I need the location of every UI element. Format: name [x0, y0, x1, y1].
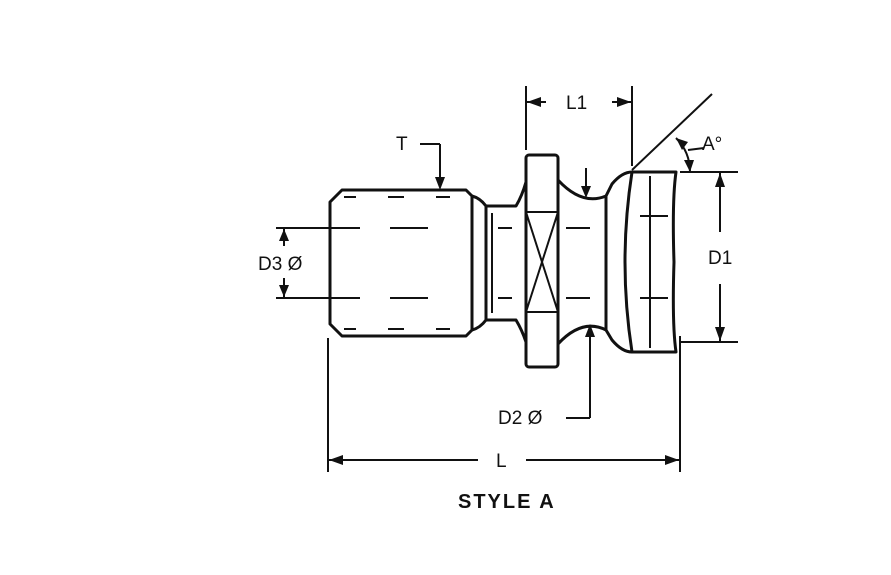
caption: STYLE A: [458, 491, 556, 513]
dimension-l1: [525, 86, 633, 166]
thread-marks: [344, 196, 450, 330]
neck-lower: [471, 318, 528, 343]
dimension-d1: [680, 171, 738, 343]
dimension-thread: [420, 143, 445, 190]
label-angle: A°: [702, 134, 722, 155]
label-l: L: [496, 451, 507, 472]
groove-lower: [556, 324, 633, 354]
head: [623, 170, 678, 354]
label-d1: D1: [708, 248, 732, 269]
groove-upper: [556, 170, 633, 201]
label-thread: T: [396, 134, 408, 155]
threaded-shank: [328, 188, 474, 338]
dimension-l: [327, 336, 681, 472]
label-d3: D3 Ø: [258, 254, 303, 275]
dimension-d2: [566, 168, 595, 419]
neck-upper: [471, 181, 528, 208]
label-d2: D2 Ø: [498, 408, 543, 429]
label-l1: L1: [566, 93, 587, 114]
dimension-d3: [276, 227, 344, 299]
dimension-angle: [631, 93, 713, 173]
pull-stud-body: [328, 153, 678, 369]
wrench-flat: [525, 211, 559, 313]
